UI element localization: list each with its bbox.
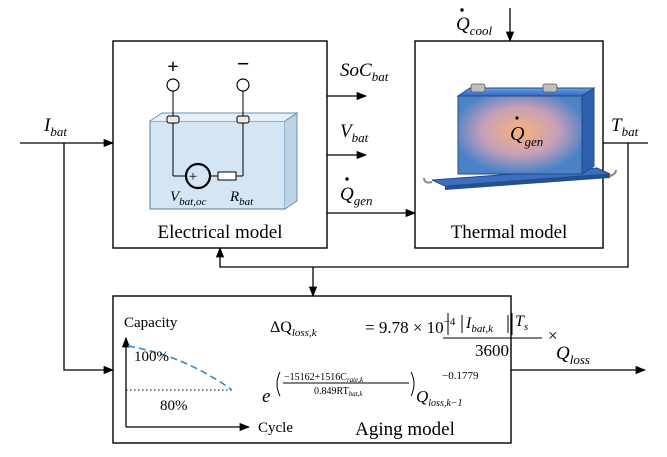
thermal-battery-illustration: Qgen [423, 83, 617, 190]
formula-current: Ibat,k [465, 315, 494, 335]
v-bat-label: Vbat [340, 121, 369, 145]
cell-side [581, 87, 595, 175]
dot-accent [515, 116, 519, 120]
internal-resistance-label: Rbat [229, 189, 254, 208]
minus-post [236, 78, 250, 92]
formula-e: e [262, 386, 270, 407]
formula-q-loss-prev: Qloss,k−1 [416, 387, 463, 409]
open-circuit-voltage-label: Vbat,oc [170, 189, 206, 208]
plot-x-axis-label: Cycle [258, 420, 293, 436]
aging-model-label: Aging model [355, 419, 455, 440]
soc-label: SoCbat [340, 60, 389, 84]
cell-terminal-right [542, 83, 558, 93]
capacity-curve [127, 345, 233, 391]
start-capacity-label: 100% [134, 349, 169, 365]
cell-terminal-left [470, 83, 486, 93]
thermal-model-label: Thermal model [451, 222, 568, 243]
i-bat-label: Ibat [43, 115, 67, 139]
cell-front [457, 95, 583, 175]
resistor-icon [217, 171, 237, 181]
battery-case-side [284, 112, 298, 210]
q-loss-label: Qloss [556, 343, 590, 367]
aging-model-block [112, 295, 512, 444]
formula-lhs: ΔQloss,k [270, 319, 318, 339]
plot-y-axis-label: Capacity [124, 315, 178, 331]
aging-formula: ΔQloss,k = 9.78 × 10−4 Ibat,k Ts 3600 × … [262, 313, 558, 409]
minus-terminal [236, 115, 250, 124]
electrical-model-label: Electrical model [157, 222, 282, 243]
formula-denominator: 3600 [475, 341, 509, 360]
heat-generation-inner-label: Qgen [510, 123, 543, 149]
formula-sample-time: Ts [515, 313, 528, 333]
i-bat-to-aging-arrow [63, 143, 115, 375]
exp-numerator: −15162+1516Crate,k [284, 372, 364, 384]
formula-power: −0.1779 [442, 370, 479, 382]
q-cool-label: Qcool [456, 14, 493, 38]
t-bat-feedback-arrow [215, 143, 629, 268]
exp-paren-right [410, 371, 415, 397]
svg-text:+: + [189, 169, 197, 185]
exp-denominator: 0.849RTbat,k [314, 386, 363, 398]
formula-times: × [548, 326, 558, 345]
plus-sign: + [167, 56, 178, 78]
minus-sign: − [237, 51, 250, 76]
plus-post [166, 78, 180, 92]
capacity-fade-plot: Capacity Cycle 100% 80% [121, 315, 293, 436]
end-capacity-label: 80% [160, 398, 188, 414]
exp-paren-left [276, 371, 281, 397]
battery-illustration: + + − Vbat,oc Rbat [149, 51, 299, 210]
formula-coefficient: = 9.78 × 10−4 [365, 316, 456, 337]
plus-terminal [166, 115, 180, 124]
t-bat-label: Tbat [611, 115, 639, 139]
q-gen-label: Qgen [340, 184, 373, 208]
